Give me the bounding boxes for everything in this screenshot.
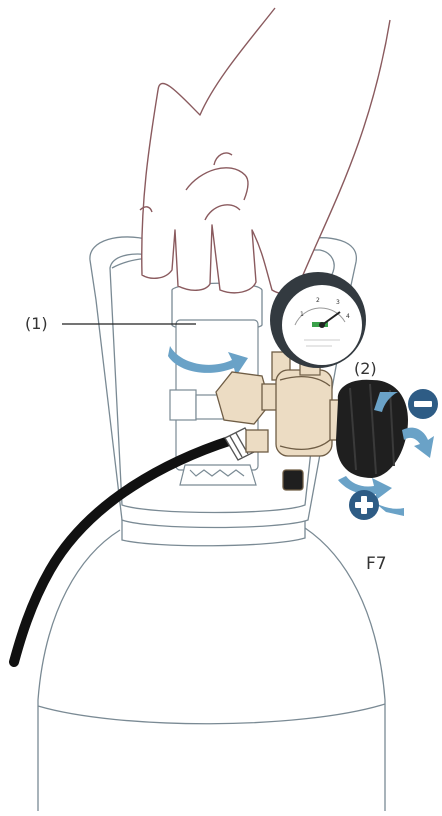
gauge-scale-3: 3 (336, 299, 340, 306)
adjustment-knob (336, 380, 408, 478)
gauge-scale-4: 4 (346, 313, 350, 320)
minus-icon (408, 389, 438, 419)
callout-label-1: (1) (25, 314, 48, 333)
gauge-scale-2: 2 (316, 297, 320, 304)
figure-id-label: F7 (366, 554, 387, 574)
callout-label-2: (2) (354, 359, 377, 378)
plus-icon (349, 490, 379, 520)
gas-cylinder (38, 516, 385, 811)
gauge-scale-1: 1 (300, 311, 304, 318)
